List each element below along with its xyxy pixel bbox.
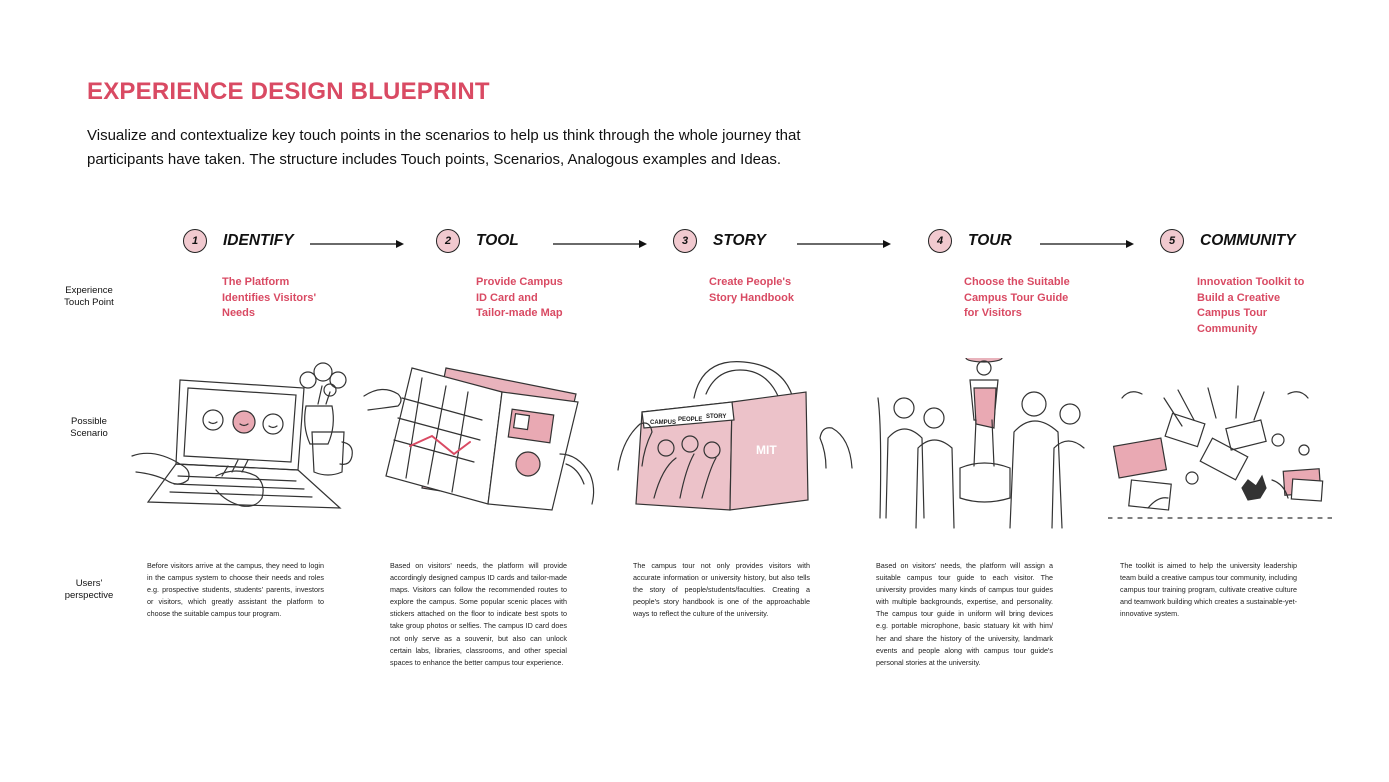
laptop-sketch-icon xyxy=(131,362,353,509)
row-label-scenario: Possible Scenario xyxy=(70,416,108,439)
row-label-perspective: Users' perspective xyxy=(64,578,114,601)
tour-guide-sketch-icon xyxy=(877,358,1085,529)
arrow-right-icon xyxy=(553,240,647,248)
touch-point-community: Innovation Toolkit to Build a Creative C… xyxy=(1197,276,1305,335)
row-label-touch-point: Experience Touch Point xyxy=(64,285,114,308)
stage-title: TOOL xyxy=(476,232,519,249)
description-tour: Based on visitors' needs, the platform w… xyxy=(876,561,1053,667)
stage-title: TOUR xyxy=(968,232,1012,249)
touch-point-tool: Provide Campus ID Card and Tailor-made M… xyxy=(476,276,563,319)
map-sketch-icon xyxy=(363,367,595,511)
arrow-right-icon xyxy=(1040,240,1134,248)
mit-logo: MIT xyxy=(756,443,777,457)
sketch-people-label: PEOPLE xyxy=(678,417,702,423)
sketch-campus-label: CAMPUS xyxy=(650,420,676,426)
stage-title: IDENTIFY xyxy=(223,232,294,249)
page-title: EXPERIENCE DESIGN BLUEPRINT xyxy=(87,78,490,105)
stage-title: STORY xyxy=(713,232,766,249)
workshop-table-sketch-icon xyxy=(1108,385,1332,519)
stage-number-badge: 3 xyxy=(673,229,697,253)
stage-title: COMMUNITY xyxy=(1200,232,1296,249)
stage-number-badge: 4 xyxy=(928,229,952,253)
stage-number-badge: 1 xyxy=(183,229,207,253)
touch-point-tour: Choose the Suitable Campus Tour Guide fo… xyxy=(964,276,1070,319)
description-tool: Based on visitors' needs, the platform w… xyxy=(390,561,567,667)
description-identify: Before visitors arrive at the campus, th… xyxy=(147,561,324,619)
touch-point-identify: The Platform Identifies Visitors' Needs xyxy=(222,276,317,319)
stage-number-badge: 2 xyxy=(436,229,460,253)
arrow-right-icon xyxy=(797,240,891,248)
intro-paragraph: Visualize and contextualize key touch po… xyxy=(87,127,801,168)
sketch-story-label: STORY xyxy=(706,414,726,420)
description-community: The toolkit is aimed to help the univers… xyxy=(1120,561,1297,619)
description-story: The campus tour not only provides visito… xyxy=(633,561,810,619)
handbook-sketch-icon: CAMPUS PEOPLE STORY MIT xyxy=(617,361,853,511)
arrow-right-icon xyxy=(310,240,404,248)
stage-number-badge: 5 xyxy=(1160,229,1184,253)
touch-point-story: Create People's Story Handbook xyxy=(709,276,794,304)
